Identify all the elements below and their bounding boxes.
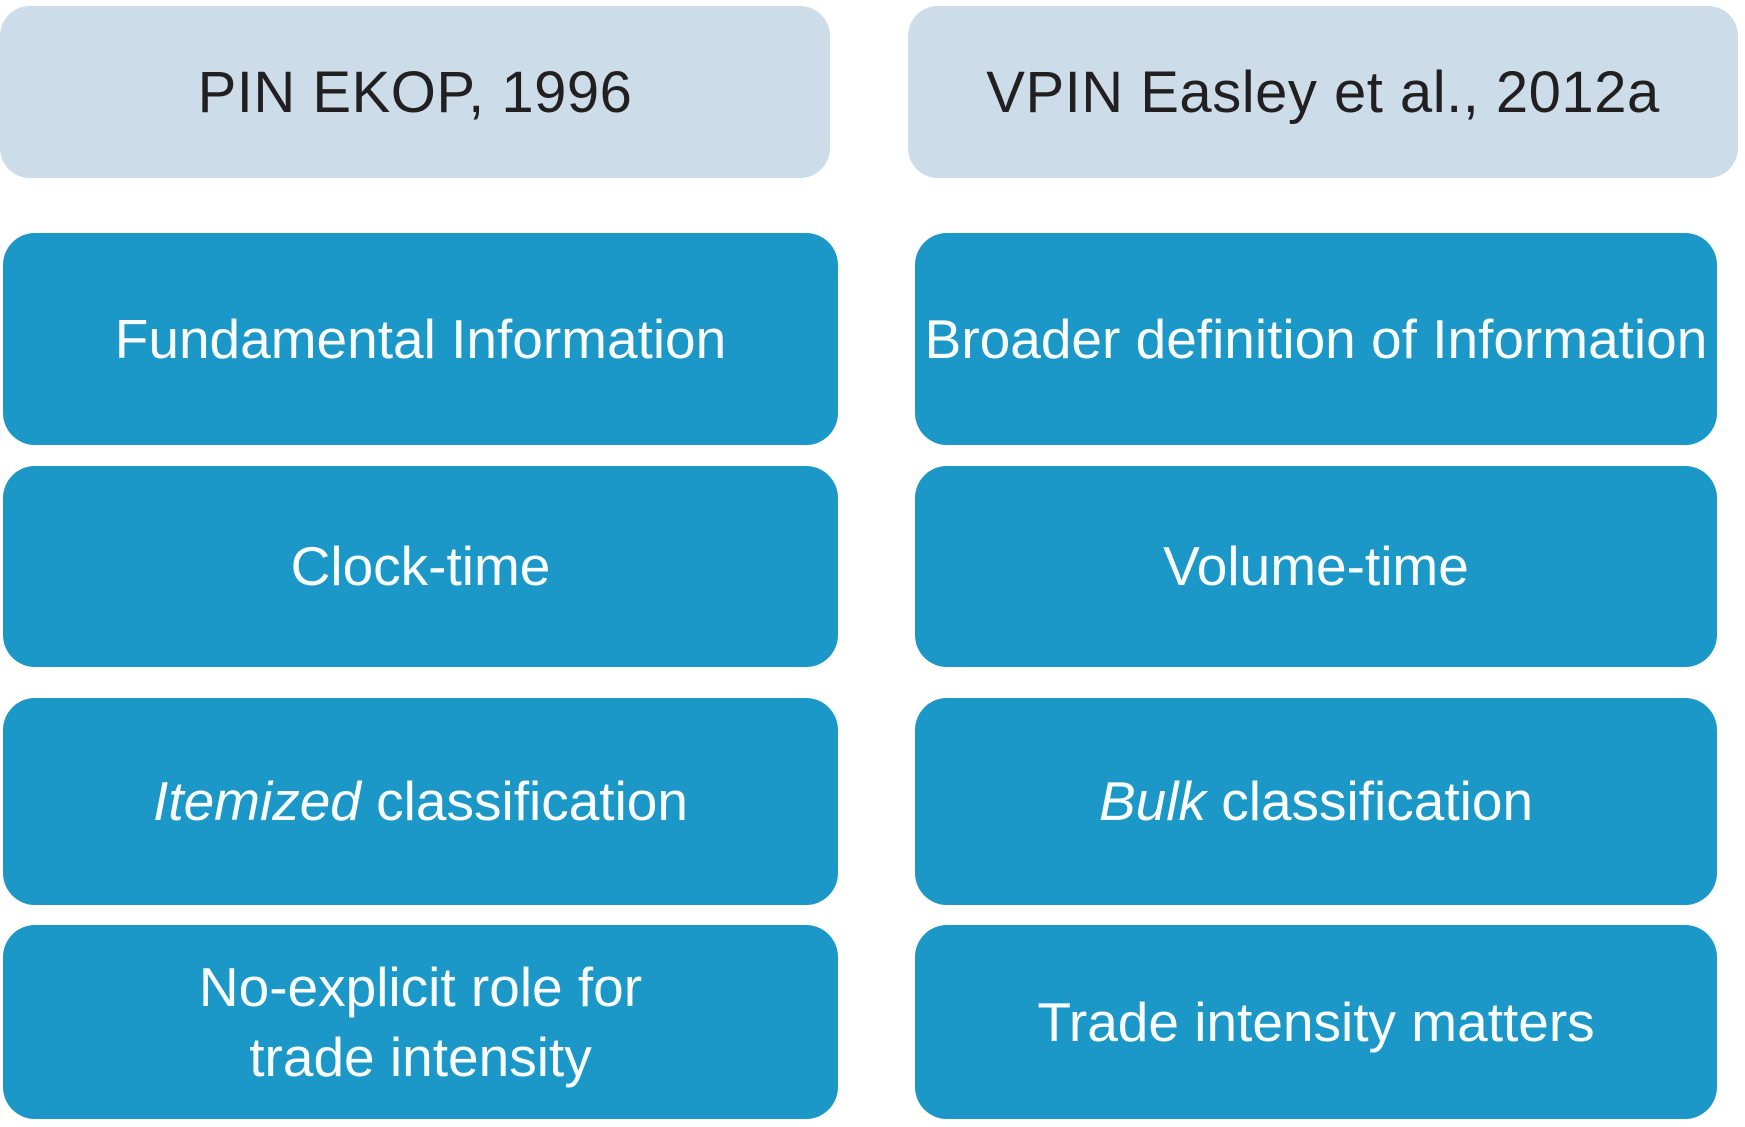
card-label-line1: No-explicit role for	[198, 955, 643, 1018]
card-label: Volume-time	[1163, 535, 1469, 598]
pin-column-header: PIN EKOP, 1996	[0, 6, 830, 178]
card-label: Clock-time	[290, 535, 551, 598]
pin-card-fundamental-information: Fundamental Information	[3, 233, 838, 445]
card-label-italic: Itemized	[153, 770, 361, 833]
card-label: No-explicit role for trade intensity	[199, 952, 642, 1093]
vpin-card-bulk-classification: Bulk classification	[915, 698, 1717, 905]
card-label: Bulk classification	[1099, 766, 1533, 836]
vpin-card-volume-time: Volume-time	[915, 466, 1717, 667]
vpin-column-header: VPIN Easley et al., 2012a	[908, 6, 1738, 178]
pin-card-clock-time: Clock-time	[3, 466, 838, 667]
card-label: Fundamental Information	[114, 307, 727, 370]
card-label-italic: Bulk	[1098, 770, 1206, 833]
card-label: Broader definition of Information	[924, 307, 1708, 370]
card-label: Trade intensity matters	[1037, 990, 1595, 1053]
card-label: Itemized classification	[153, 766, 688, 836]
vpin-card-broader-definition: Broader definition of Information	[915, 233, 1717, 445]
card-label-rest: classification	[1205, 770, 1534, 833]
vpin-header-label: VPIN Easley et al., 2012a	[986, 59, 1660, 125]
card-label-line2: trade intensity	[249, 1026, 592, 1088]
card-label-rest: classification	[360, 770, 688, 833]
pin-header-label: PIN EKOP, 1996	[197, 59, 633, 125]
pin-card-no-explicit-role: No-explicit role for trade intensity	[3, 925, 838, 1119]
vpin-card-trade-intensity-matters: Trade intensity matters	[915, 925, 1717, 1119]
pin-card-itemized-classification: Itemized classification	[3, 698, 838, 905]
